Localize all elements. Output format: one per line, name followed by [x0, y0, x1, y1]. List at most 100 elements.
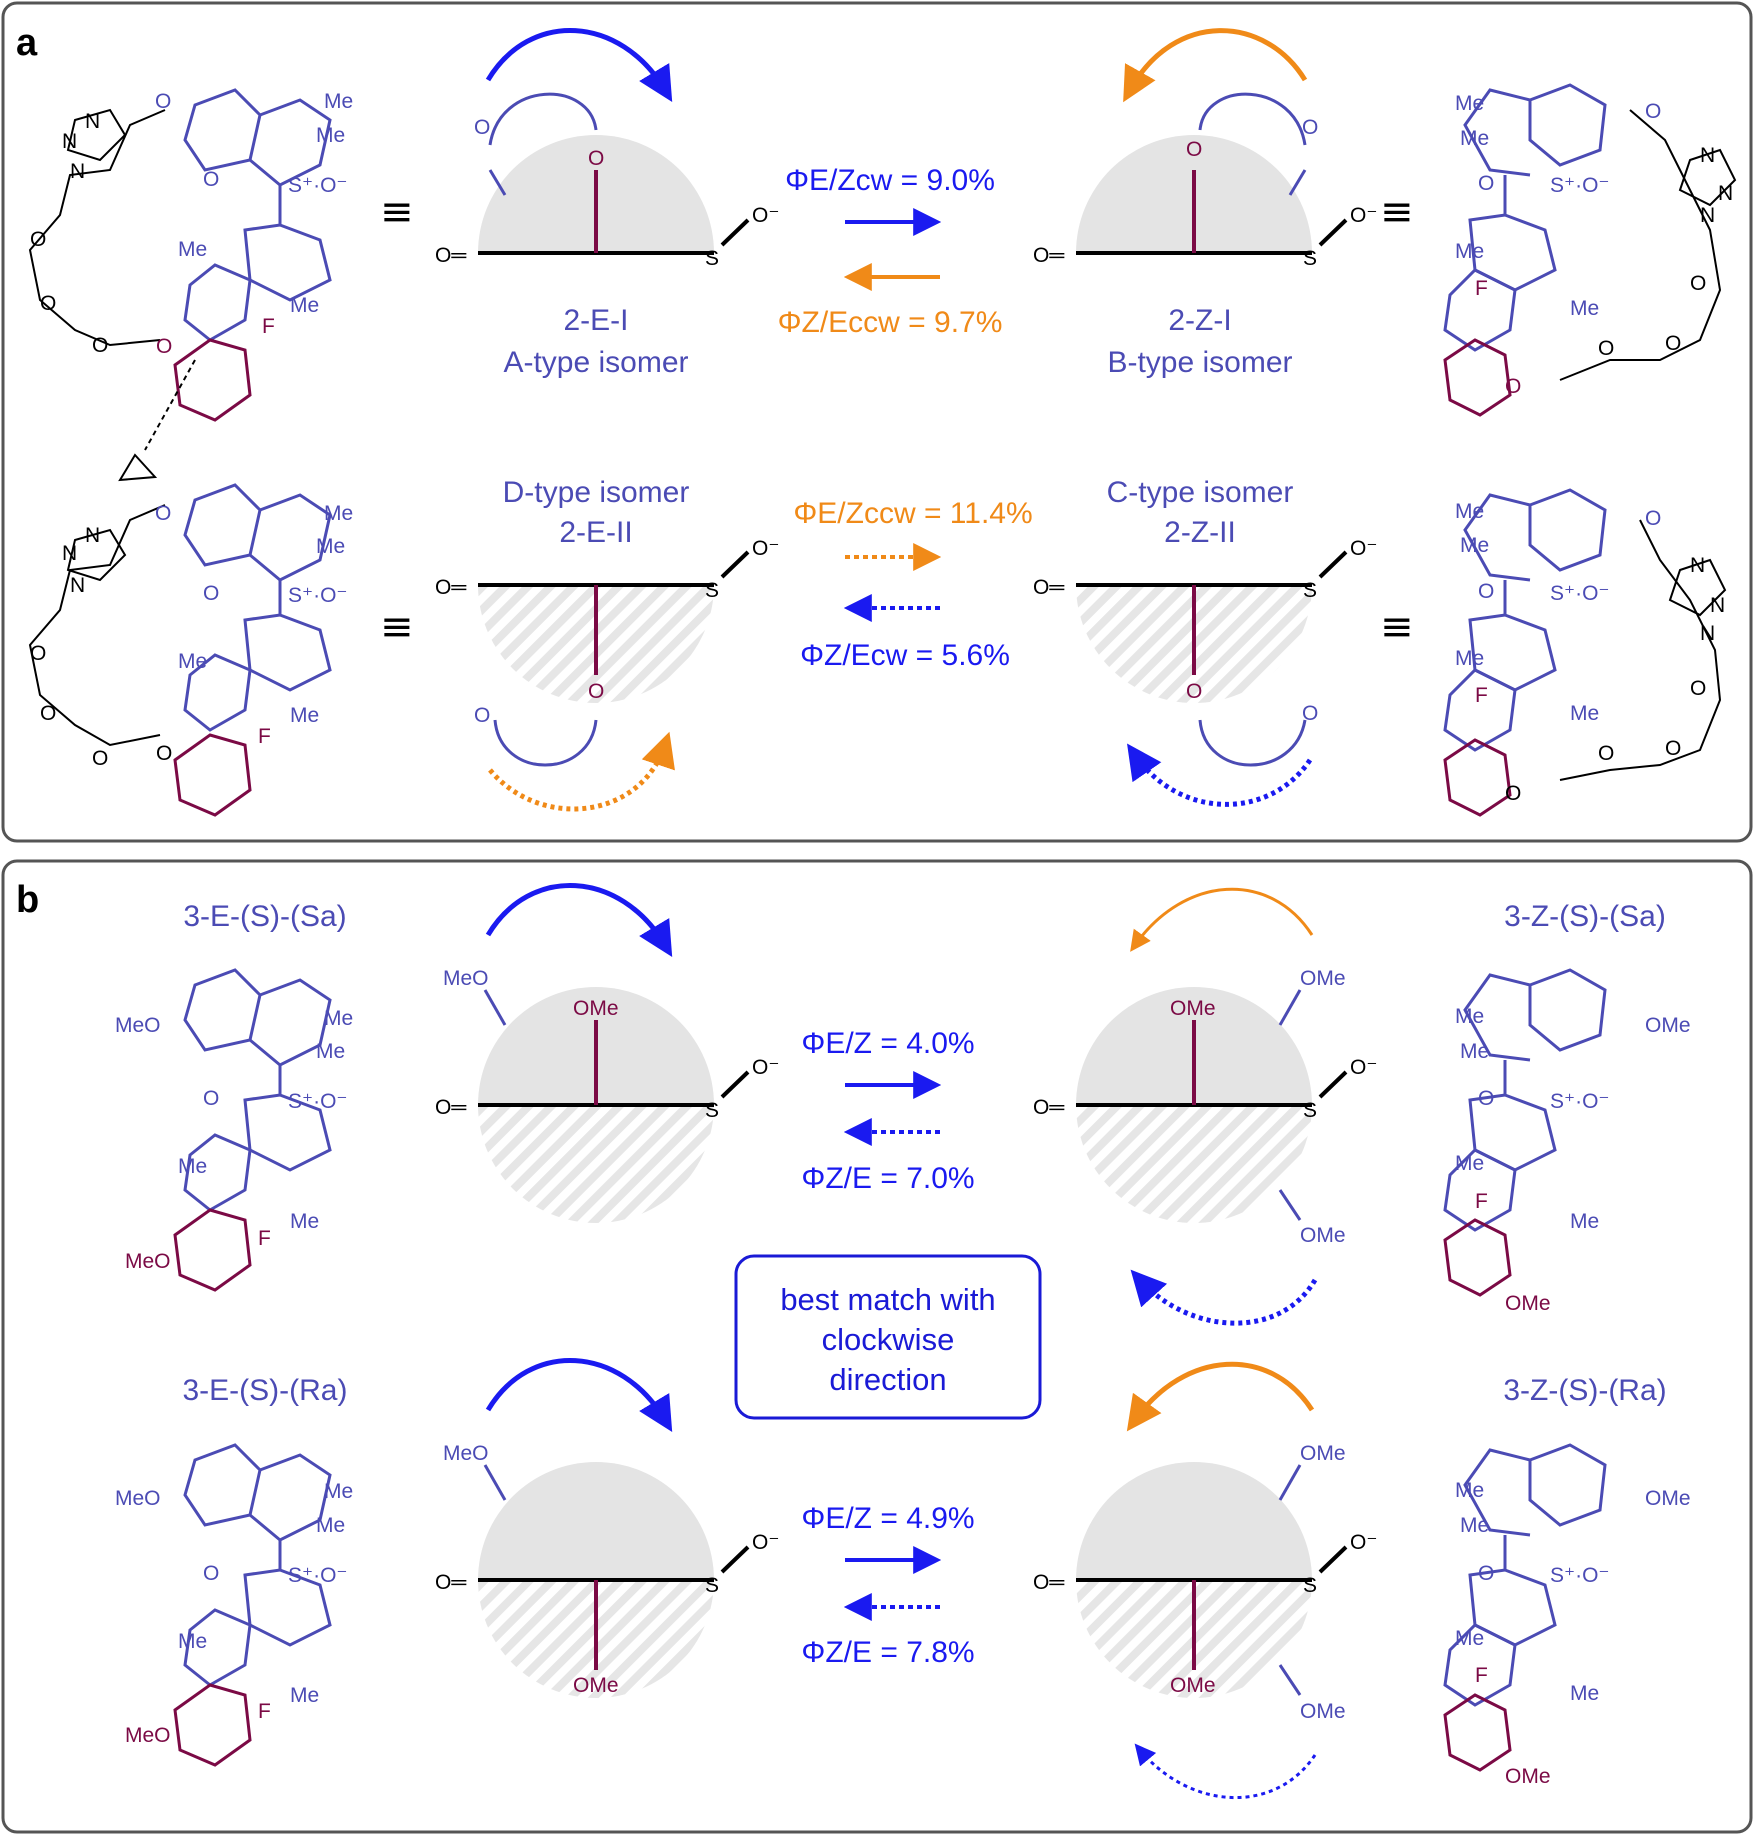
svg-text:O: O	[203, 1562, 219, 1585]
svg-text:Me: Me	[1455, 92, 1484, 115]
svg-text:OMe: OMe	[573, 1674, 619, 1697]
isomer-C-type: C-type isomer	[1107, 476, 1294, 509]
svg-text:Me: Me	[290, 294, 319, 317]
svg-text:Me: Me	[316, 535, 345, 558]
svg-text:S: S	[1303, 1099, 1317, 1122]
svg-text:O: O	[1665, 332, 1681, 355]
svg-text:MeO: MeO	[115, 1487, 161, 1510]
svg-text:Me: Me	[1455, 1627, 1484, 1650]
atom-O: O	[588, 147, 604, 170]
svg-text:OMe: OMe	[1505, 1292, 1551, 1315]
svg-text:O: O	[1186, 680, 1202, 703]
svg-text:OMe: OMe	[573, 997, 619, 1020]
svg-text:Me: Me	[1460, 1514, 1489, 1537]
svg-text:O═: O═	[435, 244, 466, 267]
svg-text:N: N	[1690, 554, 1705, 577]
svg-text:Me: Me	[1455, 1479, 1484, 1502]
qy-b-EZ-top: ΦE/Z = 4.0%	[801, 1027, 974, 1060]
svg-text:S: S	[1303, 579, 1317, 602]
qy-EZ-ccw: ΦE/Zccw = 11.4%	[793, 497, 1032, 530]
disc-3-Z-S-Ra: OMe OMe OMe O═ S O⁻	[1033, 1361, 1377, 1799]
svg-text:Me: Me	[1460, 534, 1489, 557]
svg-text:N: N	[1700, 204, 1715, 227]
equiv-sign: ≡	[380, 604, 414, 650]
label-3-Z-S-Ra: 3-Z-(S)-(Ra)	[1503, 1374, 1666, 1407]
panel-a-letter: a	[16, 22, 38, 64]
svg-text:O: O	[156, 335, 172, 358]
isomer-2-Z-II-name: 2-Z-II	[1164, 516, 1236, 549]
svg-text:Me: Me	[1570, 702, 1599, 725]
svg-text:MeO: MeO	[443, 1442, 489, 1465]
svg-text:Me: Me	[324, 1007, 353, 1030]
svg-text:O: O	[1645, 100, 1661, 123]
svg-text:OMe: OMe	[1170, 1674, 1216, 1697]
svg-text:O: O	[1478, 1562, 1494, 1585]
svg-text:O: O	[156, 742, 172, 765]
svg-text:S⁺·O⁻: S⁺·O⁻	[1550, 174, 1610, 197]
disc-2-Z-II: O O O═ S O⁻	[1033, 537, 1377, 807]
svg-text:MeO: MeO	[125, 1724, 171, 1747]
svg-text:N: N	[1710, 594, 1725, 617]
svg-text:O: O	[1505, 375, 1521, 398]
svg-text:O: O	[1645, 507, 1661, 530]
svg-text:Me: Me	[290, 704, 319, 727]
svg-text:O: O	[40, 292, 56, 315]
qy-b-EZ-bottom: ΦE/Z = 4.9%	[801, 1502, 974, 1535]
svg-text:O: O	[155, 502, 171, 525]
svg-text:O: O	[40, 702, 56, 725]
svg-text:O: O	[30, 642, 46, 665]
svg-text:O: O	[1186, 138, 1202, 161]
svg-text:O: O	[30, 228, 46, 251]
equiv-sign: ≡	[1380, 604, 1414, 650]
svg-text:O═: O═	[1033, 244, 1064, 267]
svg-text:O: O	[1302, 702, 1318, 725]
svg-text:O⁻: O⁻	[1350, 1531, 1377, 1554]
svg-text:F: F	[1475, 277, 1488, 300]
svg-text:O⁻: O⁻	[752, 537, 779, 560]
svg-text:Me: Me	[324, 502, 353, 525]
qy-b-ZE-bottom: ΦZ/E = 7.8%	[801, 1636, 974, 1669]
svg-text:O: O	[1598, 742, 1614, 765]
svg-text:O: O	[203, 168, 219, 191]
svg-text:MeO: MeO	[443, 967, 489, 990]
svg-text:Me: Me	[1455, 1005, 1484, 1028]
svg-text:O═: O═	[1033, 1571, 1064, 1594]
svg-text:S: S	[1303, 247, 1317, 270]
svg-text:O: O	[1478, 580, 1494, 603]
svg-text:S⁺·O⁻: S⁺·O⁻	[288, 1090, 348, 1113]
svg-text:Me: Me	[290, 1684, 319, 1707]
isomer-2-Z-I-name: 2-Z-I	[1168, 304, 1231, 337]
svg-text:O: O	[92, 334, 108, 357]
svg-text:Me: Me	[316, 1040, 345, 1063]
svg-text:O⁻: O⁻	[1350, 1056, 1377, 1079]
callout-line: best match with	[780, 1282, 995, 1317]
svg-text:N: N	[1700, 144, 1715, 167]
svg-text:N: N	[1700, 622, 1715, 645]
molecule-2-E-II: N N N O Me Me O S⁺·O⁻ Me Me F O O O O	[28, 483, 353, 817]
svg-text:OMe: OMe	[1300, 1442, 1346, 1465]
svg-text:N: N	[70, 574, 85, 597]
svg-text:O: O	[155, 90, 171, 113]
svg-text:O═: O═	[435, 576, 466, 599]
svg-text:Me: Me	[290, 1210, 319, 1233]
svg-text:O═: O═	[435, 1571, 466, 1594]
svg-text:F: F	[1475, 1664, 1488, 1687]
svg-text:S: S	[705, 579, 719, 602]
svg-text:Me: Me	[324, 1480, 353, 1503]
panel-b-letter: b	[16, 879, 39, 921]
svg-text:Me: Me	[178, 1155, 207, 1178]
molecule-3-E-S-Ra: MeO Me Me O S⁺·O⁻ Me Me F MeO	[115, 1443, 353, 1767]
svg-text:N: N	[85, 524, 100, 547]
svg-text:S⁺·O⁻: S⁺·O⁻	[1550, 1090, 1610, 1113]
callout-line: clockwise	[822, 1322, 955, 1357]
svg-text:O: O	[1505, 782, 1521, 805]
disc-2-Z-I: O O O═ S O⁻	[1033, 28, 1377, 270]
svg-text:S: S	[705, 1574, 719, 1597]
molecule-2-E-I: N N N O Me Me O S⁺·O⁻ Me Me F O O O O	[28, 88, 353, 482]
svg-text:Me: Me	[324, 90, 353, 113]
svg-text:OMe: OMe	[1300, 967, 1346, 990]
svg-text:S⁺·O⁻: S⁺·O⁻	[288, 1564, 348, 1587]
svg-text:MeO: MeO	[125, 1250, 171, 1273]
callout-line: direction	[829, 1362, 946, 1397]
